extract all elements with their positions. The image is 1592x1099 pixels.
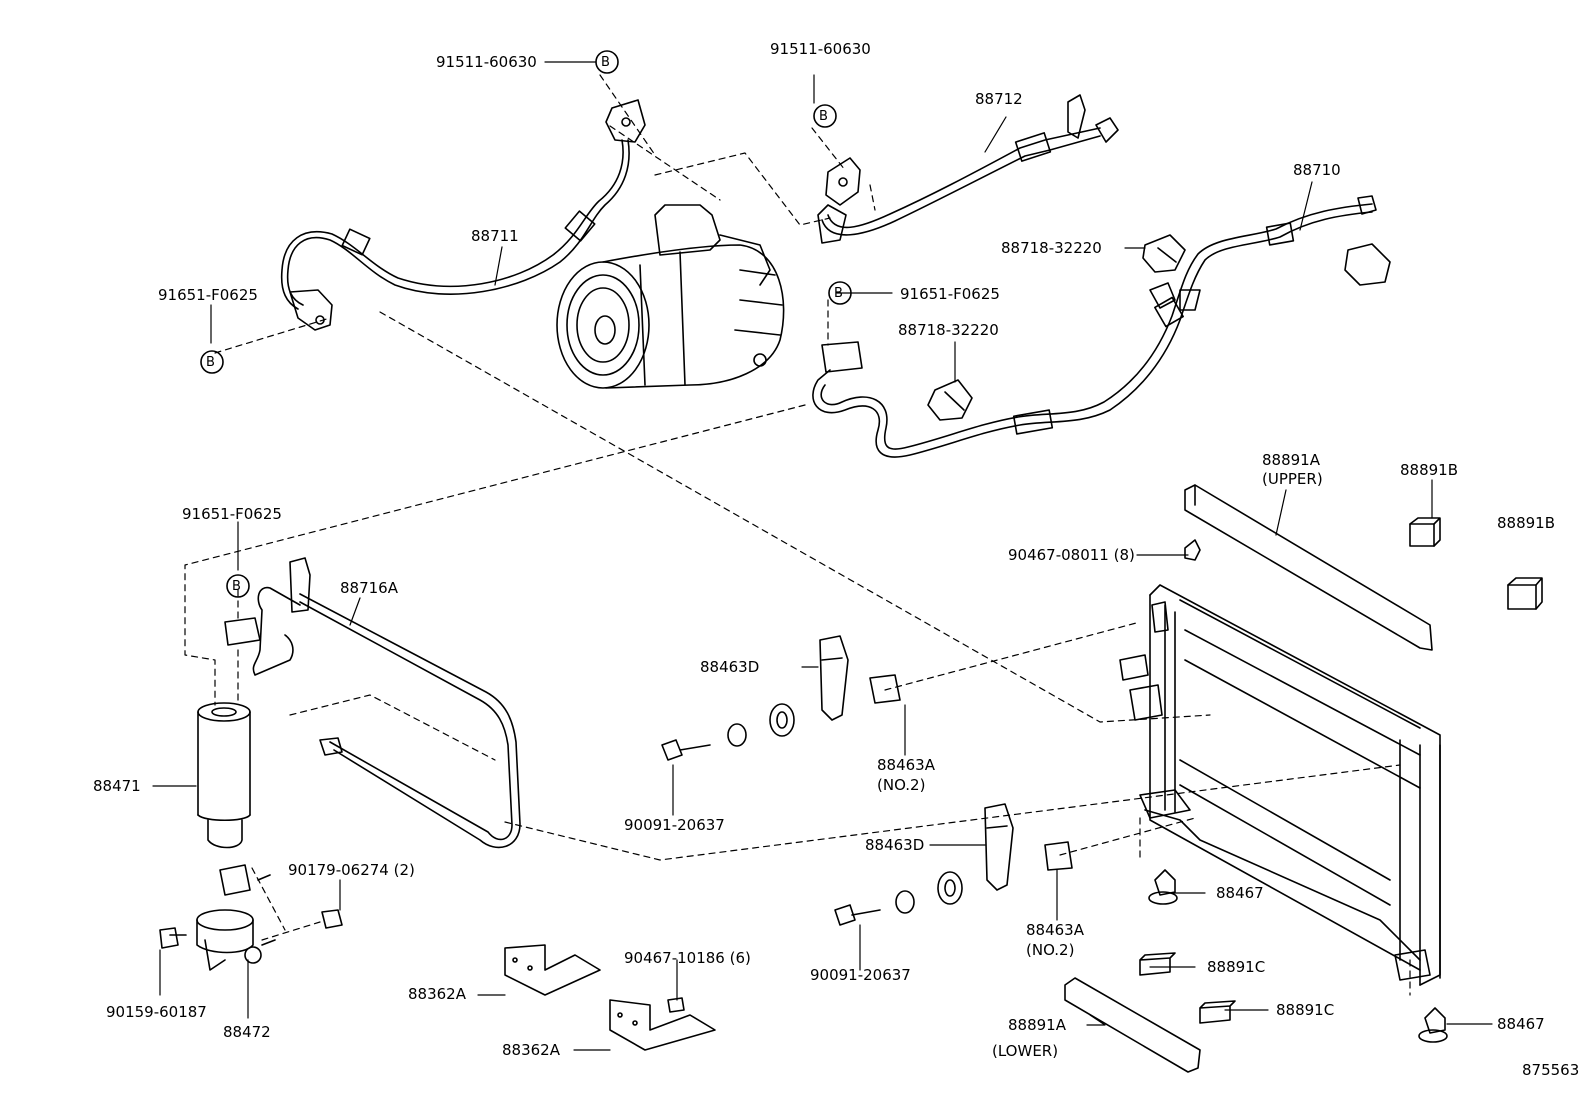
part-label: 91511-60630 <box>436 53 537 71</box>
part-label: 88712 <box>975 90 1023 108</box>
part-label: 90091-20637 <box>810 966 911 984</box>
part-label: 88891B <box>1497 514 1556 532</box>
circle-marker-letter: B <box>206 355 215 370</box>
part-label: 88472 <box>223 1023 271 1041</box>
condenser <box>1119 584 1441 986</box>
part-label: 88891B <box>1400 461 1459 479</box>
part-label: 90467-10186 (6) <box>624 949 751 967</box>
part-label: 90467-08011 (8) <box>1008 546 1135 564</box>
circle-marker-letter: B <box>819 109 828 124</box>
part-label: 88471 <box>93 777 141 795</box>
part-label-note: (UPPER) <box>1262 470 1323 488</box>
part-label: 91651-F0625 <box>900 285 1000 303</box>
part-label-note: (LOWER) <box>992 1042 1059 1060</box>
grommets-88467 <box>1148 869 1448 1043</box>
assembly-lines <box>184 74 1411 996</box>
receiver-drier-88471 <box>197 702 251 849</box>
part-label: 88711 <box>471 227 519 245</box>
part-label: 88891C <box>1207 958 1266 976</box>
part-label: 88463D <box>865 836 925 854</box>
part-label-note: (NO.2) <box>877 776 926 794</box>
circle-marker-letter: B <box>601 55 610 70</box>
circle-markers <box>200 50 852 598</box>
part-label: 91651-F0625 <box>182 505 282 523</box>
catalog-number: 875563 <box>1522 1061 1580 1079</box>
part-label: 90179-06274 (2) <box>288 861 415 879</box>
part-label: 91511-60630 <box>770 40 871 58</box>
bracket-88472 <box>159 864 343 971</box>
circle-marker-letter: B <box>232 579 241 594</box>
clamps-88718 <box>927 234 1391 421</box>
part-label: 88467 <box>1216 884 1264 902</box>
part-label: 88718-32220 <box>898 321 999 339</box>
part-label: 88716A <box>340 579 398 597</box>
part-label: 91651-F0625 <box>158 286 258 304</box>
part-label: 88362A <box>408 985 466 1003</box>
circle-marker-letter: B <box>834 286 843 301</box>
part-label: 90091-20637 <box>624 816 725 834</box>
part-label: 88463A <box>877 756 935 774</box>
leader-lines <box>152 61 1493 1051</box>
part-label: 88463D <box>700 658 760 676</box>
part-label: 88891A <box>1008 1016 1066 1034</box>
part-label: 88362A <box>502 1041 560 1059</box>
part-label: 88718-32220 <box>1001 239 1102 257</box>
seals-88891 <box>1064 484 1543 1073</box>
line-88710 <box>812 195 1377 458</box>
hose-88712 <box>817 94 1119 244</box>
part-label: 88891C <box>1276 1001 1335 1019</box>
part-label: 90159-60187 <box>106 1003 207 1021</box>
part-label: 88467 <box>1497 1015 1545 1033</box>
hose-88711 <box>280 99 646 331</box>
part-label: 88891A <box>1262 451 1320 469</box>
pipe-88716A <box>224 557 521 849</box>
part-label: 88710 <box>1293 161 1341 179</box>
ac-compressor <box>556 204 785 389</box>
part-label-note: (NO.2) <box>1026 941 1075 959</box>
mounting-parts-88463 <box>661 635 1073 926</box>
part-label: 88463A <box>1026 921 1084 939</box>
